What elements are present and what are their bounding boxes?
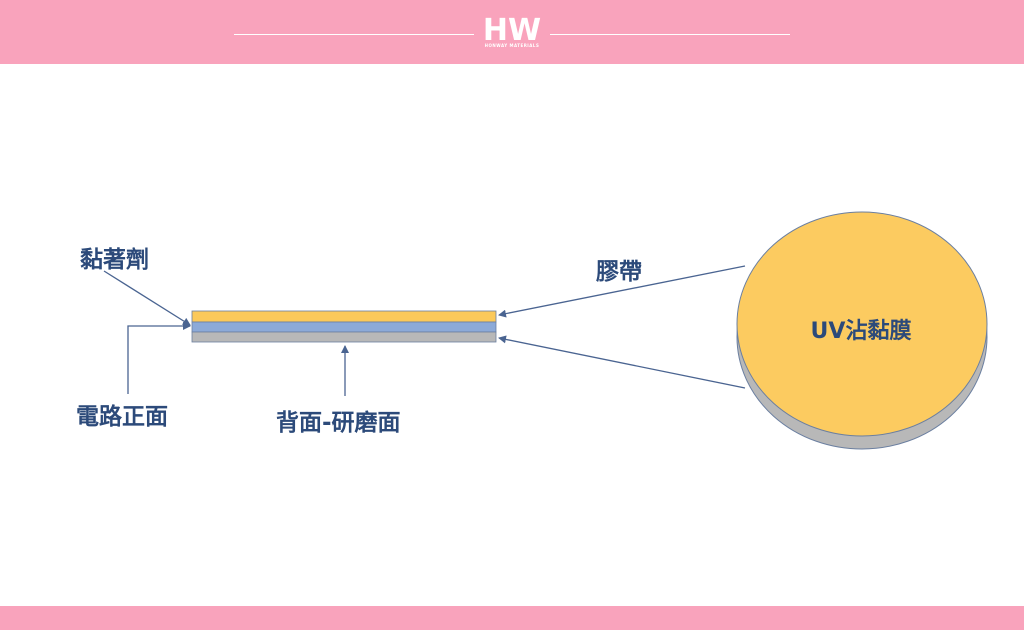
tape-arrow-lower: [498, 335, 746, 389]
header-rule-right: [550, 34, 790, 35]
back-grinding-label: 背面-研磨面: [276, 410, 401, 436]
logo-mark: HW: [483, 13, 541, 48]
tape-layer: [191, 321, 497, 333]
honway-logo: HW: [483, 13, 541, 48]
adhesive-arrow: [103, 270, 191, 326]
logo-wordmark: HONWAY MATERIALS: [484, 43, 540, 48]
film-label: UV沾黏膜: [810, 319, 912, 344]
wafer-layer: [191, 331, 497, 343]
circuit-front-label: 電路正面: [76, 404, 168, 430]
tape-arrow-upper: [498, 265, 746, 318]
header-bar: HW HONWAY MATERIALS: [0, 0, 1024, 64]
tape-label: 膠帶: [596, 259, 642, 285]
header-rule-left: [234, 34, 474, 35]
film-disc-top: [736, 211, 988, 437]
footer-bar: [0, 606, 1024, 630]
adhesive-layer: [191, 310, 497, 323]
circuit-front-arrow: [127, 322, 191, 394]
adhesive-label: 黏著劑: [80, 247, 149, 273]
